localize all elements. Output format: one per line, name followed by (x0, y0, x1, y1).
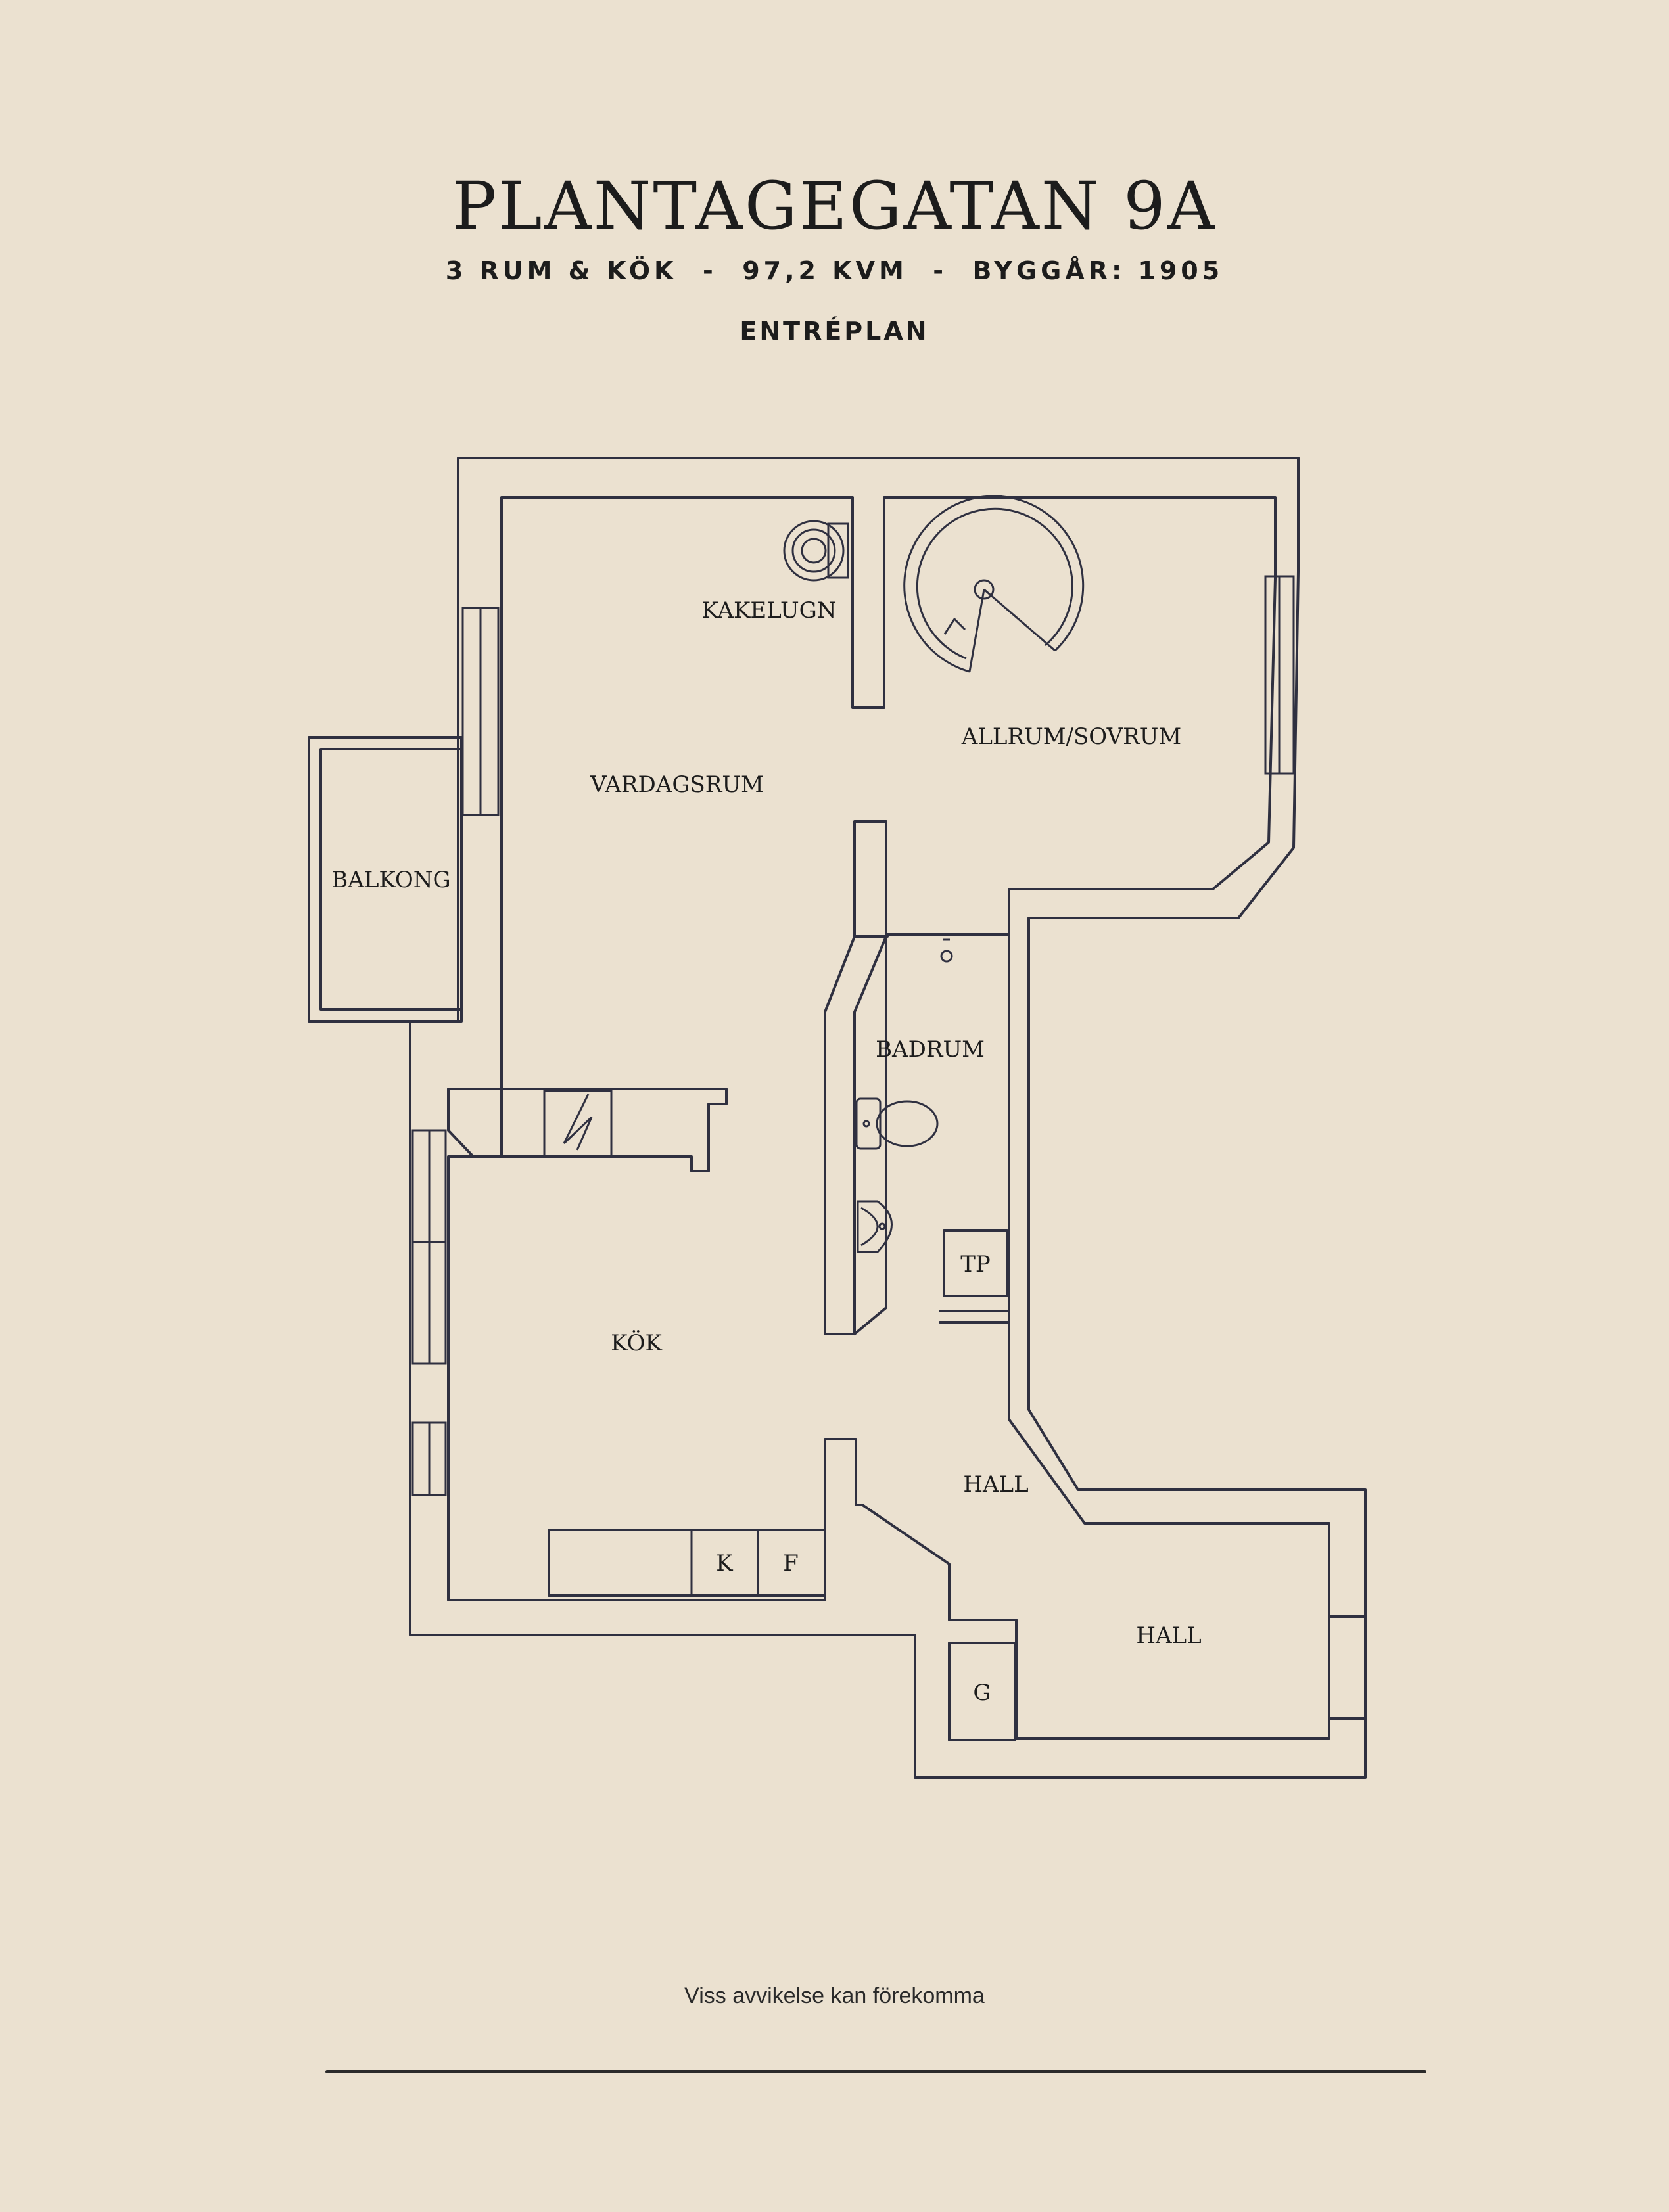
inner-wall (447, 496, 1330, 1740)
spiral-staircase-icon (903, 495, 1085, 673)
label-hall-lower: HALL (1136, 1623, 1201, 1649)
label-kakelugn: KAKELUGN (701, 597, 836, 624)
window-kitchen-1 (411, 1129, 447, 1243)
label-kok: KÖK (611, 1329, 662, 1356)
page-title: PLANTAGEGATAN 9A (452, 168, 1217, 244)
toilet-icon (855, 1097, 939, 1150)
tp-box (943, 1229, 1008, 1297)
hall-door-jambs (1328, 1615, 1367, 1720)
label-f: F (783, 1550, 799, 1577)
label-badrum: BADRUM (876, 1036, 985, 1063)
footer-rule (325, 2070, 1426, 2073)
window-kitchen-2 (411, 1241, 447, 1365)
bathroom-inner-wall (853, 935, 889, 1335)
label-g: G (973, 1680, 991, 1706)
kitchen-counter-top (447, 1088, 728, 1172)
property-summary: 3 RUM & KÖK - 97,2 KVM - BYGGÅR: 1905 (445, 256, 1224, 285)
balcony (308, 736, 463, 1023)
disclaimer: Viss avvikelse kan förekomma (684, 1983, 985, 2008)
window-right (1264, 575, 1295, 775)
kitchen-counter-bottom (548, 1529, 826, 1597)
light-icon (940, 938, 953, 963)
floor-level: ENTRÉPLAN (740, 317, 929, 346)
label-balkong: BALKONG (331, 867, 450, 893)
bathroom-bottom (939, 1310, 1010, 1324)
label-vardagsrum: VARDAGSRUM (590, 772, 764, 798)
outer-wall (409, 457, 1367, 1779)
label-hall-upper: HALL (963, 1471, 1028, 1498)
label-allrum: ALLRUM/SOVRUM (961, 724, 1181, 750)
stove-icon (783, 520, 849, 582)
g-box (948, 1642, 1016, 1741)
window-left-upper (461, 607, 500, 816)
sink-icon (857, 1200, 893, 1253)
label-k: K (716, 1550, 733, 1577)
window-kitchen-3 (411, 1421, 447, 1496)
label-tp: TP (960, 1251, 991, 1278)
partition-wall (853, 820, 887, 938)
